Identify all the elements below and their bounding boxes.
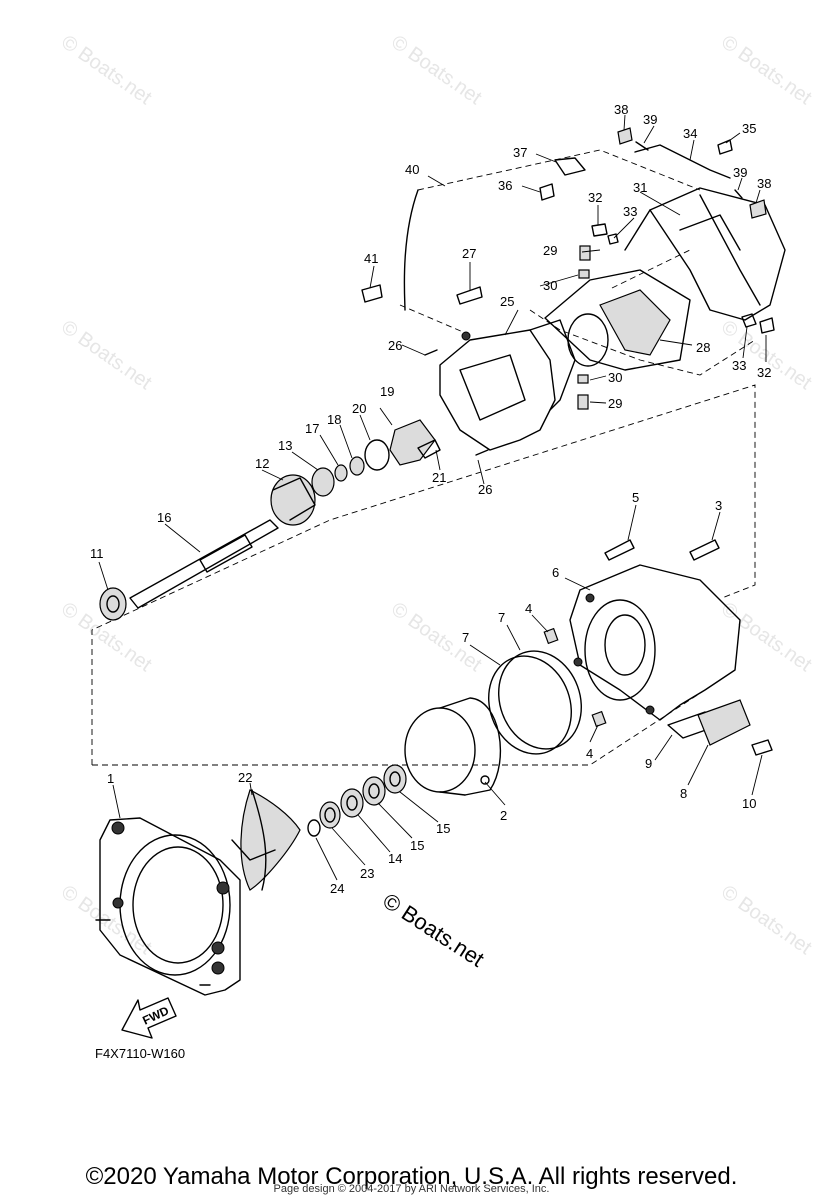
callout-26a: 26 bbox=[388, 338, 402, 353]
callout-5: 5 bbox=[632, 490, 639, 505]
callout-30a: 30 bbox=[543, 278, 557, 293]
part-1-housing bbox=[95, 817, 241, 996]
part-7-orings bbox=[488, 650, 582, 755]
watermark: © Boats.net bbox=[57, 31, 156, 109]
watermark: © Boats.net bbox=[717, 881, 816, 959]
callout-29b: 29 bbox=[608, 396, 622, 411]
part-31-deflector bbox=[624, 187, 786, 321]
callout-19: 19 bbox=[380, 384, 394, 399]
callout-13: 13 bbox=[278, 438, 292, 453]
callout-29a: 29 bbox=[543, 243, 557, 258]
callout-27: 27 bbox=[462, 246, 476, 261]
callout-38b: 38 bbox=[757, 176, 771, 191]
callout-32b: 32 bbox=[757, 365, 771, 380]
callout-14: 14 bbox=[388, 851, 402, 866]
callout-37: 37 bbox=[513, 145, 527, 160]
callout-35: 35 bbox=[742, 121, 756, 136]
fasteners-right bbox=[543, 539, 720, 728]
callout-28: 28 bbox=[696, 340, 710, 355]
callout-12: 12 bbox=[255, 456, 269, 471]
callout-38a: 38 bbox=[614, 102, 628, 117]
parts-8-9-10 bbox=[667, 699, 773, 756]
part-6-pump-housing bbox=[569, 564, 741, 721]
assembly-lines bbox=[91, 149, 756, 766]
callout-4a: 4 bbox=[525, 601, 532, 616]
callout-30b: 30 bbox=[608, 370, 622, 385]
callout-39b: 39 bbox=[733, 165, 747, 180]
watermark: © Boats.net bbox=[387, 598, 486, 676]
callout-15a: 15 bbox=[410, 838, 424, 853]
watermark: © Boats.net bbox=[717, 31, 816, 109]
small-parts-lower bbox=[307, 764, 407, 837]
callout-31: 31 bbox=[633, 180, 647, 195]
part-28-nozzle bbox=[544, 269, 691, 371]
callout-3: 3 bbox=[715, 498, 722, 513]
callout-11: 11 bbox=[90, 546, 104, 561]
part-22-impeller bbox=[231, 789, 301, 891]
watermark: © Boats.net bbox=[387, 31, 486, 109]
callout-24: 24 bbox=[330, 881, 344, 896]
watermark: © Boats.net bbox=[57, 316, 156, 394]
callout-22: 22 bbox=[238, 770, 252, 785]
callout-9: 9 bbox=[645, 756, 652, 771]
shaft-assembly bbox=[99, 419, 441, 621]
callout-33b: 33 bbox=[732, 358, 746, 373]
page-credit-text: Page design © 2004-2017 by ARI Network S… bbox=[273, 1183, 550, 1195]
callout-41: 41 bbox=[364, 251, 378, 266]
callout-17: 17 bbox=[305, 421, 319, 436]
callout-39a: 39 bbox=[643, 112, 657, 127]
callout-15b: 15 bbox=[436, 821, 450, 836]
callout-18: 18 bbox=[327, 412, 341, 427]
part-25-duct bbox=[424, 319, 576, 456]
callout-20: 20 bbox=[352, 401, 366, 416]
callout-7a: 7 bbox=[462, 630, 469, 645]
small-hardware-upper bbox=[361, 127, 775, 410]
callout-25: 25 bbox=[500, 294, 514, 309]
callout-34: 34 bbox=[683, 126, 697, 141]
diagram-code: F4X7110-W160 bbox=[95, 1046, 186, 1061]
callouts: 1 2 3 4 4 5 6 7 7 8 9 10 11 12 13 14 15 … bbox=[90, 102, 771, 896]
callout-4b: 4 bbox=[586, 746, 593, 761]
copyright-text: ©2020 Yamaha Motor Corporation, U.S.A. A… bbox=[85, 1163, 738, 1190]
callout-8: 8 bbox=[680, 786, 687, 801]
callout-16: 16 bbox=[157, 510, 171, 525]
watermark: © Boats.net bbox=[717, 598, 816, 676]
fwd-arrow: FWD bbox=[121, 997, 177, 1039]
callout-10: 10 bbox=[742, 796, 756, 811]
callout-1: 1 bbox=[107, 771, 114, 786]
callout-36: 36 bbox=[498, 178, 512, 193]
callout-32a: 32 bbox=[588, 190, 602, 205]
callout-21: 21 bbox=[432, 470, 446, 485]
leader-lines bbox=[98, 114, 767, 881]
callout-23: 23 bbox=[360, 866, 374, 881]
callout-33a: 33 bbox=[623, 204, 637, 219]
callout-7b: 7 bbox=[498, 610, 505, 625]
callout-40: 40 bbox=[405, 162, 419, 177]
part-2-liner bbox=[404, 697, 502, 796]
callout-6: 6 bbox=[552, 565, 559, 580]
callout-2: 2 bbox=[500, 808, 507, 823]
callout-26b: 26 bbox=[478, 482, 492, 497]
watermark: © Boats.net bbox=[717, 316, 816, 394]
